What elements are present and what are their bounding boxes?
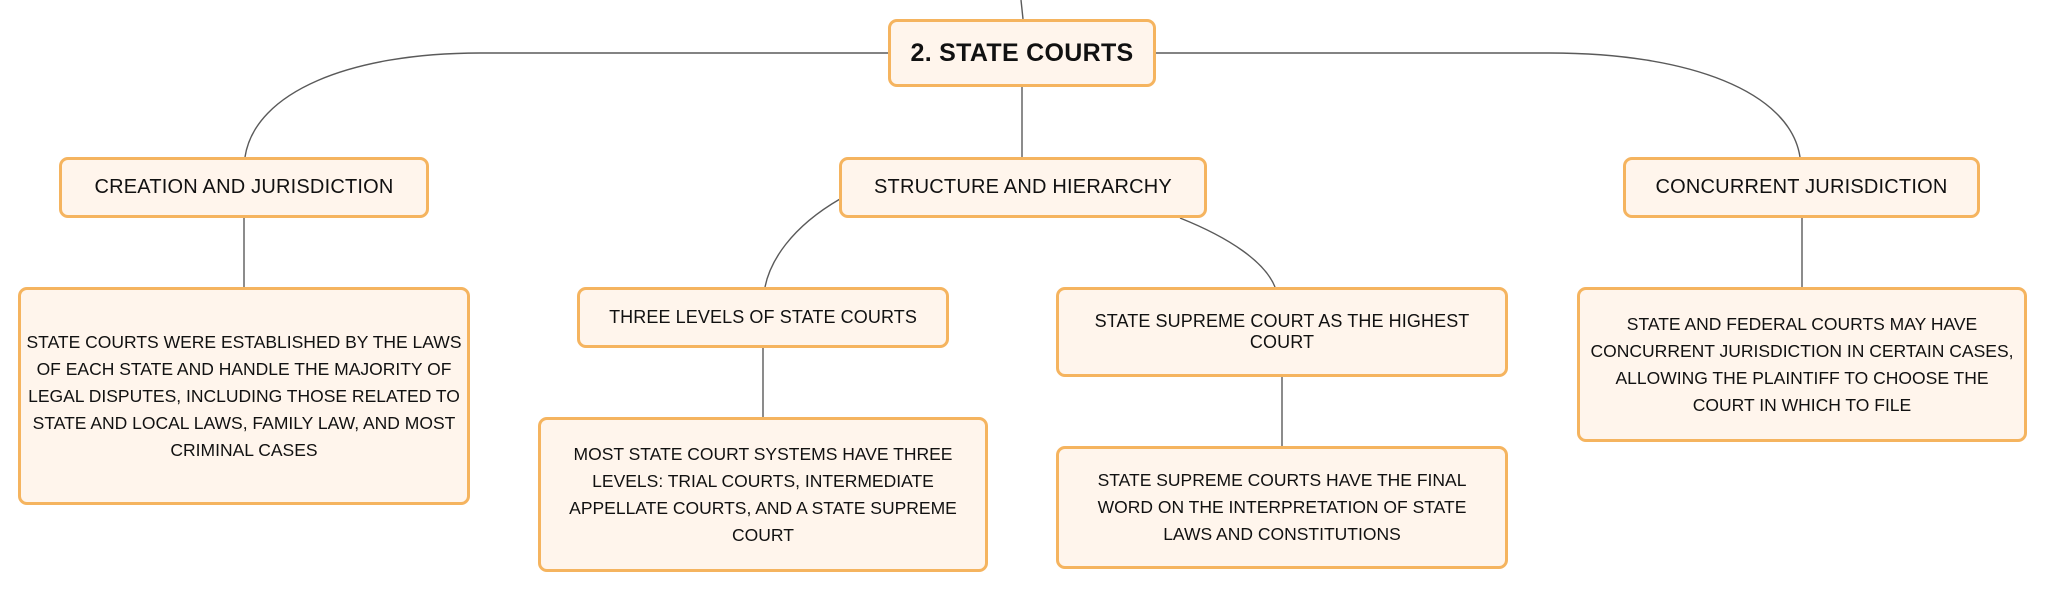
subtopic-supreme-label: STATE SUPREME COURT AS THE HIGHEST COURT xyxy=(1094,311,1470,352)
topic-concurrent-label: CONCURRENT JURISDICTION xyxy=(1655,176,1948,198)
subtopic-state-supreme-court[interactable]: STATE SUPREME COURT AS THE HIGHEST COURT xyxy=(1056,287,1508,377)
detail-supreme-text: STATE SUPREME COURTS HAVE THE FINAL WORD… xyxy=(1097,470,1467,544)
detail-creation-and-jurisdiction[interactable]: STATE COURTS WERE ESTABLISHED BY THE LAW… xyxy=(18,287,470,505)
detail-three-levels-text: MOST STATE COURT SYSTEMS HAVE THREE LEVE… xyxy=(569,443,957,545)
detail-state-supreme-court[interactable]: STATE SUPREME COURTS HAVE THE FINAL WORD… xyxy=(1056,446,1508,569)
connector-structure-to-supreme xyxy=(1179,217,1276,288)
subtopic-three-levels[interactable]: THREE LEVELS OF STATE COURTS xyxy=(577,287,949,348)
connector-root-to-concurrent xyxy=(1156,52,1801,158)
connector-root-parent xyxy=(1020,0,1024,20)
detail-concurrent-text: STATE AND FEDERAL COURTS MAY HAVE CONCUR… xyxy=(1590,313,2014,415)
detail-creation-text: STATE COURTS WERE ESTABLISHED BY THE LAW… xyxy=(26,331,462,460)
topic-creation-and-jurisdiction[interactable]: CREATION AND JURISDICTION xyxy=(59,157,429,218)
topic-concurrent-jurisdiction[interactable]: CONCURRENT JURISDICTION xyxy=(1623,157,1980,218)
detail-three-levels[interactable]: MOST STATE COURT SYSTEMS HAVE THREE LEVE… xyxy=(538,417,988,572)
subtopic-three-levels-label: THREE LEVELS OF STATE COURTS xyxy=(609,307,917,327)
root-node-label: 2. STATE COURTS xyxy=(910,38,1134,67)
connector-structure-to-three-levels xyxy=(764,198,841,288)
topic-structure-label: STRUCTURE AND HIERARCHY xyxy=(874,176,1172,198)
root-node[interactable]: 2. STATE COURTS xyxy=(888,19,1156,87)
detail-concurrent-jurisdiction[interactable]: STATE AND FEDERAL COURTS MAY HAVE CONCUR… xyxy=(1577,287,2027,442)
topic-creation-label: CREATION AND JURISDICTION xyxy=(94,176,394,198)
topic-structure-and-hierarchy[interactable]: STRUCTURE AND HIERARCHY xyxy=(839,157,1207,218)
connector-root-to-creation xyxy=(244,52,888,158)
